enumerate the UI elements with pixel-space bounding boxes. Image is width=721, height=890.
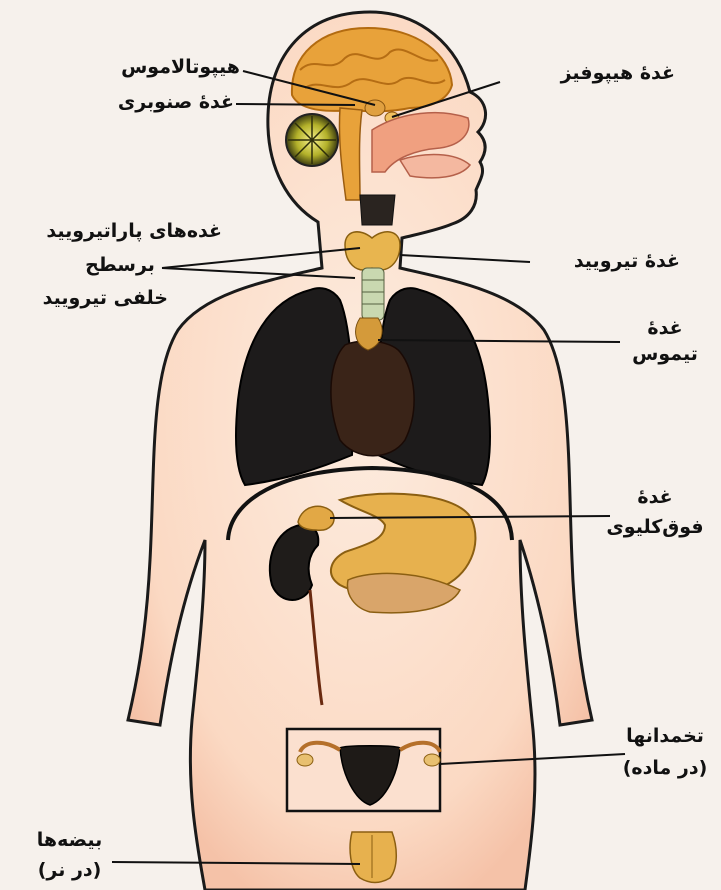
- ovary-right: [424, 754, 440, 766]
- testes: [350, 832, 396, 883]
- label-thymus-line1: غدهٔ: [625, 316, 705, 342]
- label-adrenal-line1: غدهٔ: [610, 485, 700, 511]
- label-adrenal-line2: فوق‌کلیوی: [600, 515, 710, 541]
- label-ovaries-line1: تخمدانها: [615, 724, 715, 750]
- label-pineal: غدهٔ صنوبری: [80, 90, 234, 116]
- label-ovaries-line2: (در ماده): [612, 756, 718, 782]
- label-parathyroid-line3: خلفی تیرویید: [20, 286, 168, 312]
- label-parathyroid-line2: برسطح: [60, 253, 180, 279]
- label-thyroid: غدهٔ تیرویید: [535, 249, 680, 275]
- larynx: [360, 195, 395, 225]
- label-hypothalamus: هیپوتالاموس: [80, 55, 240, 81]
- pineal-rays: [288, 116, 336, 164]
- label-testes-line1: بیضه‌ها: [22, 828, 117, 854]
- ovary-left: [297, 754, 313, 766]
- heart: [331, 341, 414, 456]
- label-testes-line2: (در نر): [22, 858, 117, 884]
- label-thymus-line2: تیموس: [625, 342, 705, 368]
- thyroid-gland: [345, 232, 400, 270]
- label-pituitary: غدهٔ هیپوفیز: [505, 61, 675, 87]
- trachea: [362, 268, 384, 320]
- label-parathyroid-line1: غده‌های پاراتیرویید: [0, 219, 222, 245]
